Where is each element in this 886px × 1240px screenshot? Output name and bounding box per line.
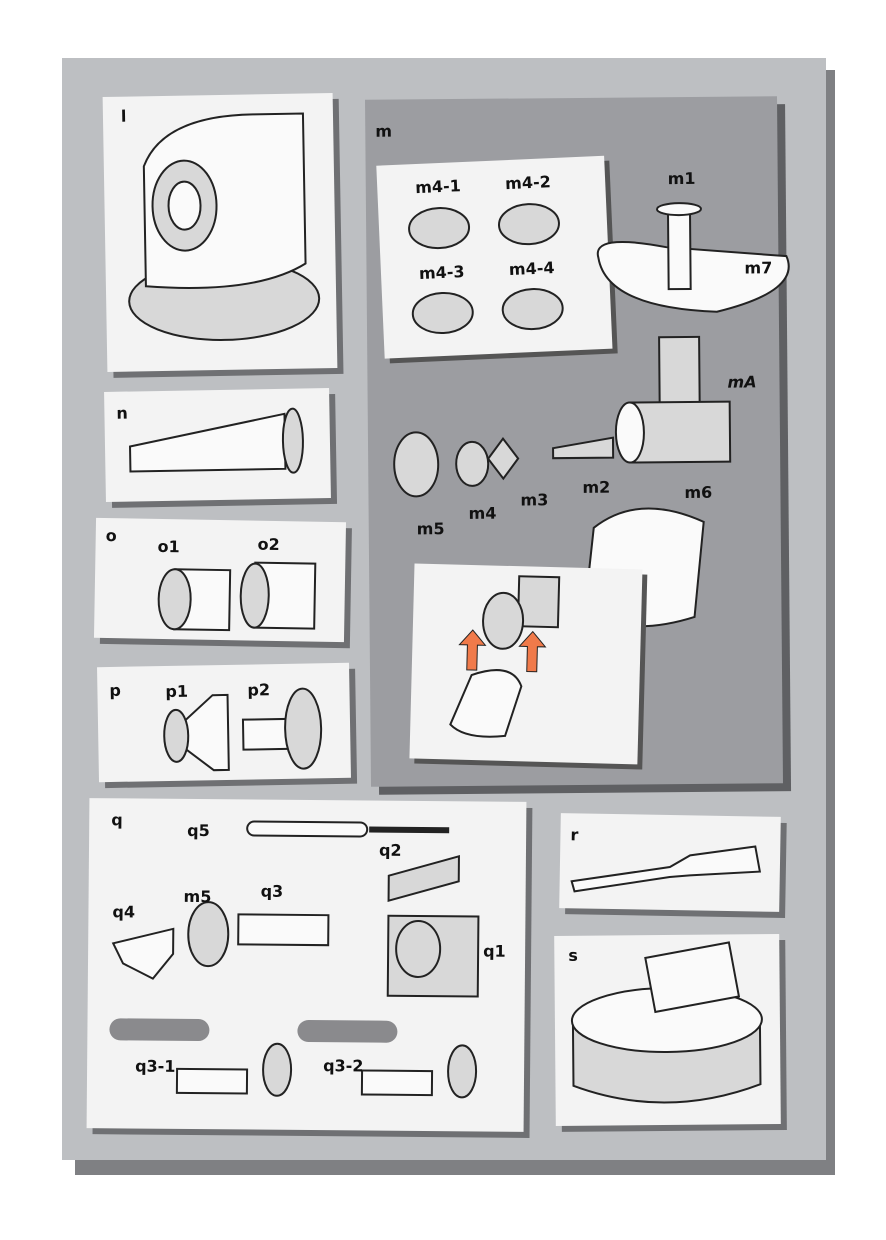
part-label: m1 [667, 168, 696, 189]
part-label: p1 [165, 681, 189, 702]
panel-l: l [102, 93, 338, 372]
disc-illustrations [408, 203, 564, 335]
part-label: q1 [483, 941, 506, 961]
panel-m: m m4-1 m4-2 m4-3 m4-4 m1 m7 mA m5 m4 m3 … [365, 96, 790, 787]
part-label: m2 [582, 477, 611, 497]
panel-label: q [111, 810, 123, 830]
panel-label: r [570, 825, 579, 845]
part-label: m4 [468, 503, 497, 523]
part-label: q3-2 [323, 1056, 364, 1076]
mincer-illustration [393, 202, 790, 628]
discs-card: m4-1 m4-2 m4-3 m4-4 [376, 155, 613, 359]
panel-label: m [375, 121, 393, 141]
panel-s: s [554, 934, 781, 1126]
panel-p: p p1 p2 [97, 662, 351, 783]
panel-label: l [120, 106, 127, 126]
grater-drums-illustration [157, 561, 317, 632]
panel-o: o o1 o2 [93, 517, 347, 643]
panel-label: s [568, 945, 578, 965]
cone-illustration [128, 407, 304, 474]
spatula-illustration [570, 845, 762, 893]
part-label: o1 [157, 536, 180, 557]
assembly-illustration [449, 575, 561, 738]
juicer-parts-illustration [109, 820, 480, 1099]
part-label: mA [727, 372, 757, 392]
part-label: q5 [187, 820, 210, 841]
part-label: q4 [112, 902, 136, 922]
part-label: m6 [684, 482, 713, 503]
part-label: p2 [247, 680, 271, 700]
part-label: m5 [416, 519, 445, 539]
bowl-base-illustration [570, 941, 763, 1104]
part-label: m3 [520, 490, 549, 510]
panel-q: q q5 q2 q4 m5 q3 q1 q3-1 q3-2 [86, 798, 527, 1132]
motor-base-illustration [128, 112, 321, 341]
panel-n: n [104, 388, 331, 502]
part-label: q3 [260, 881, 284, 901]
part-label: o2 [257, 534, 280, 555]
panel-label: p [109, 680, 122, 700]
panel-label: n [116, 403, 128, 423]
panel-label: o [105, 526, 117, 546]
part-label: q2 [378, 840, 402, 860]
assembly-card [409, 563, 643, 765]
juicer-cone-illustration [163, 687, 323, 772]
panel-r: r [559, 813, 781, 912]
part-label: m7 [744, 258, 773, 278]
part-label: q3-1 [135, 1056, 176, 1076]
part-label: m5 [183, 886, 212, 907]
